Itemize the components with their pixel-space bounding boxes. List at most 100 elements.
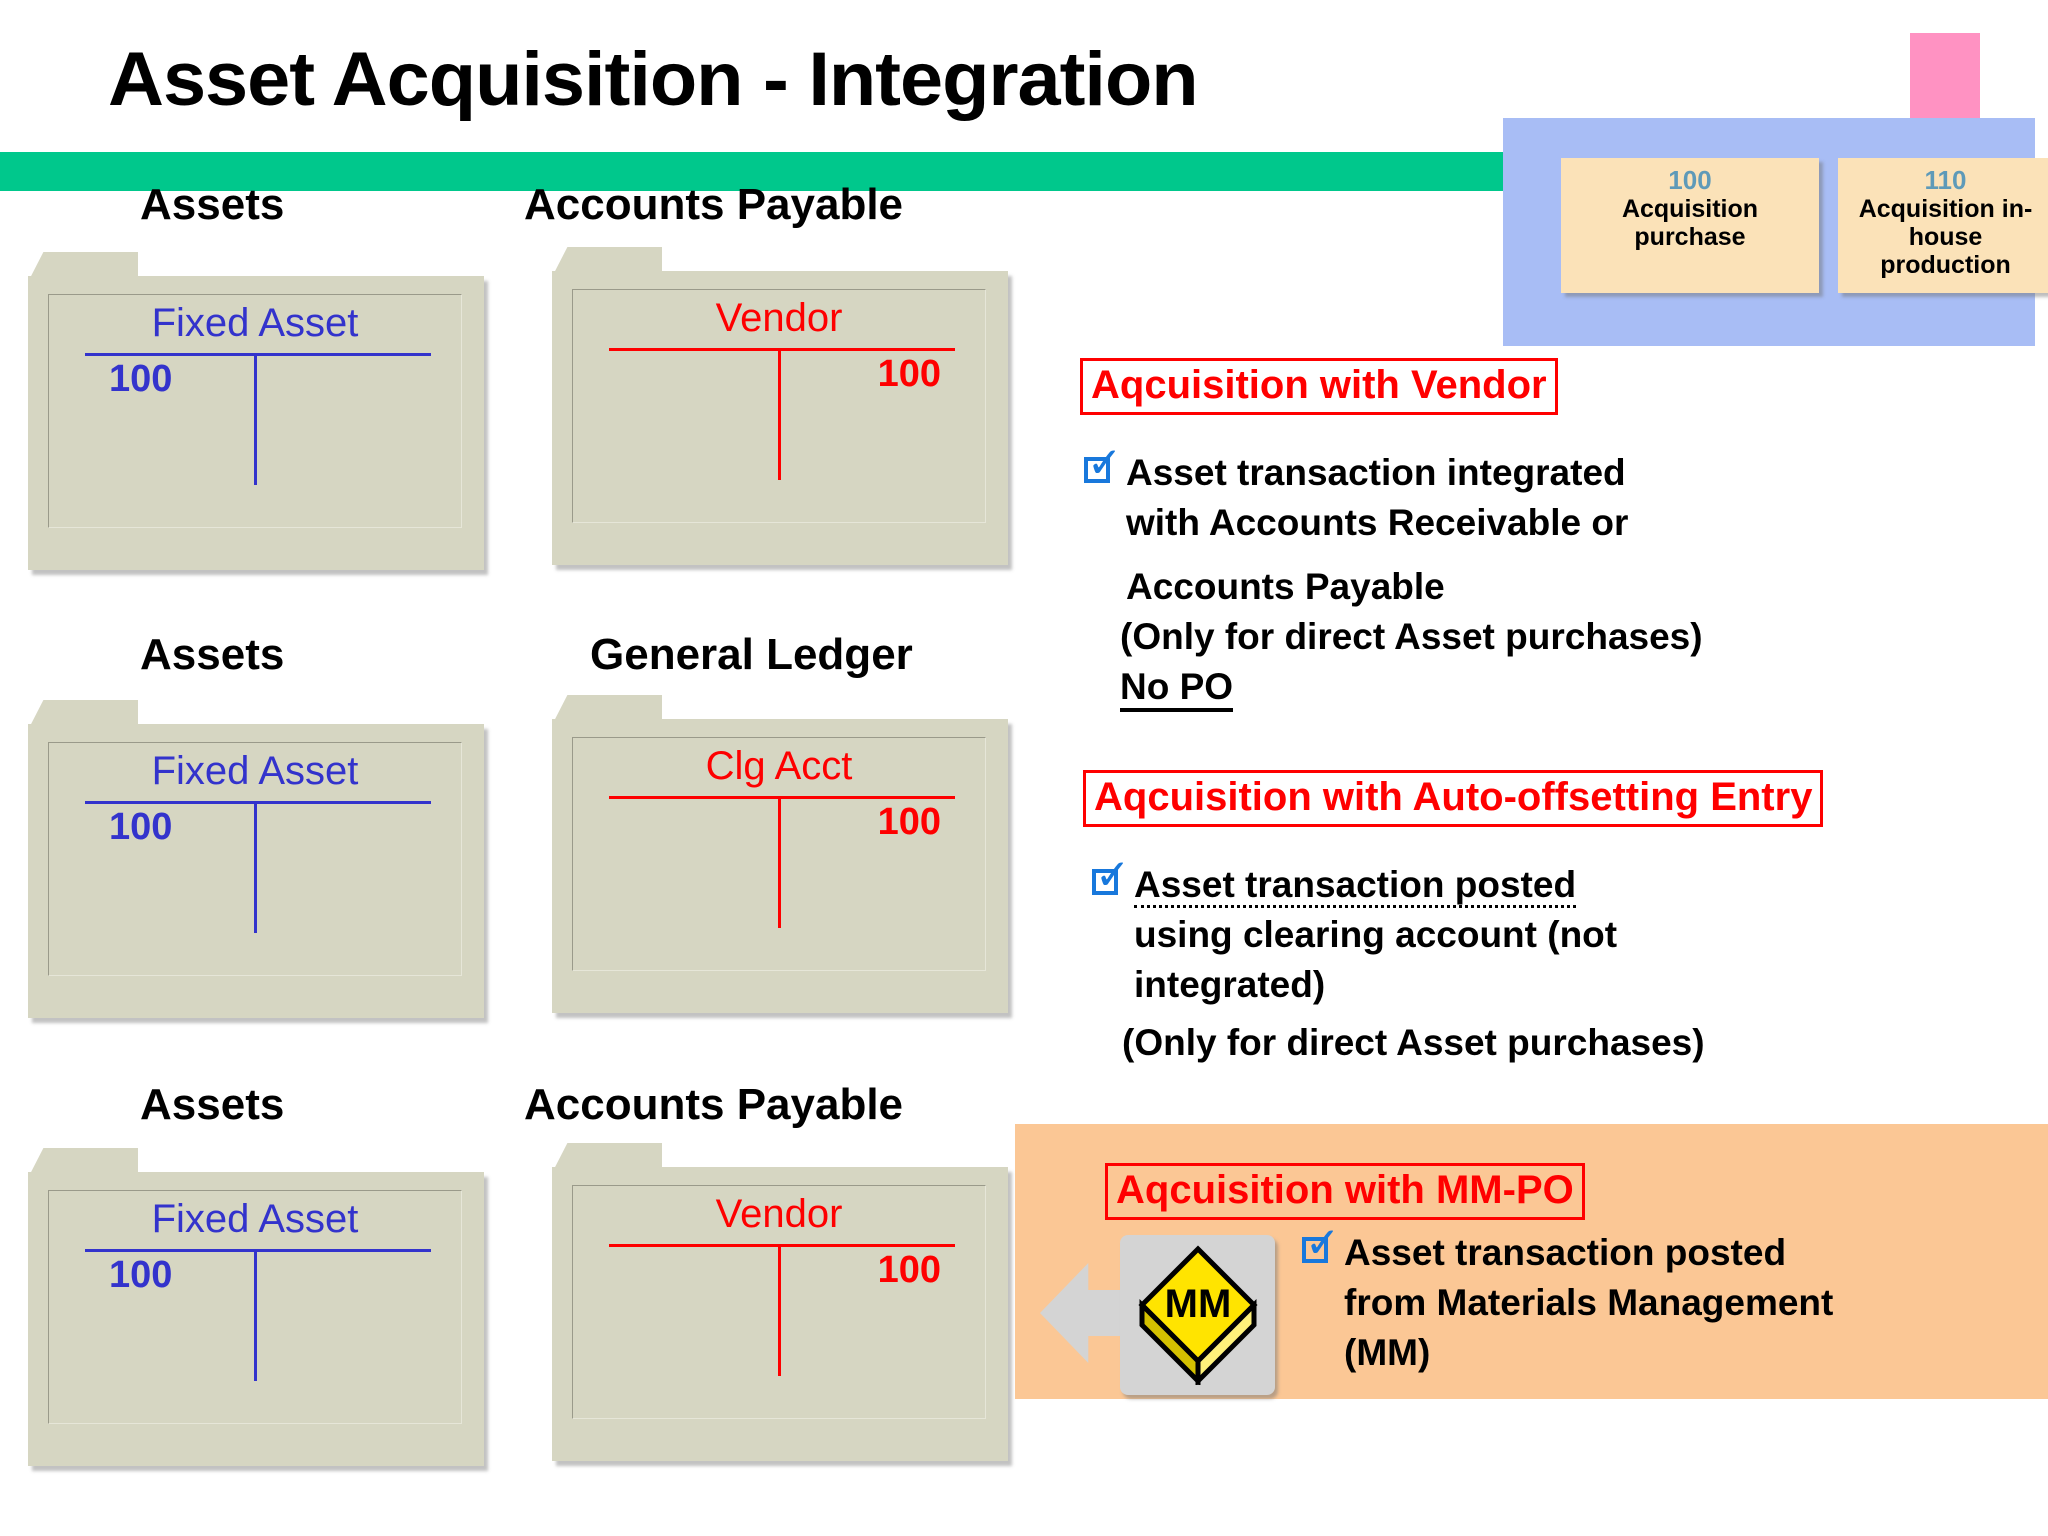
folder-vendor-2[interactable]: Vendor 100 xyxy=(534,1143,1008,1461)
bullet-line: ✓ Asset transaction integrated xyxy=(1082,442,1703,498)
folder-fixed-asset-2[interactable]: Fixed Asset 100 xyxy=(10,700,484,1018)
folder-inner-border: Vendor 100 xyxy=(572,289,986,523)
bullet-block-auto-offsetting: ✓ Asset transaction posted using clearin… xyxy=(1090,854,1705,1068)
bullet-line: with Accounts Receivable or xyxy=(1082,498,1703,548)
mm-icon-group[interactable]: MM xyxy=(1040,1235,1275,1395)
t-account-title: Vendor xyxy=(715,296,843,340)
bullet-line: integrated) xyxy=(1090,960,1705,1010)
folder-body: Fixed Asset 100 xyxy=(28,724,484,1018)
column-heading-accounts-payable-1: Accounts Payable xyxy=(524,180,904,229)
folder-inner-border: Fixed Asset 100 xyxy=(48,294,462,528)
acquisition-type-panel: 100 Acquisition purchase 110 Acquisition… xyxy=(1503,118,2048,346)
bullet-text: Asset transaction posted xyxy=(1134,864,1577,908)
pink-marker-tab xyxy=(1910,33,1980,123)
checkbox-checked-icon[interactable]: ✓ xyxy=(1082,442,1122,489)
t-account-vertical-rule xyxy=(778,1244,781,1376)
folder-inner-border: Fixed Asset 100 xyxy=(48,742,462,976)
bullet-line: (MM) xyxy=(1300,1328,1833,1378)
bullet-text: (MM) xyxy=(1344,1332,1431,1373)
svg-text:MM: MM xyxy=(1165,1282,1232,1326)
t-account-title: Fixed Asset xyxy=(151,1197,359,1241)
t-account-title: Vendor xyxy=(715,1192,843,1236)
t-account-horizontal-rule xyxy=(85,801,431,804)
folder-body: Vendor 100 xyxy=(552,271,1008,565)
column-heading-assets-3: Assets xyxy=(140,1080,285,1129)
t-account-credit-amount: 100 xyxy=(877,353,941,395)
column-heading-assets-1: Assets xyxy=(140,180,285,229)
bullet-text: Asset transaction posted xyxy=(1344,1232,1787,1273)
t-account-title: Fixed Asset xyxy=(151,301,359,345)
folder-inner-border: Fixed Asset 100 xyxy=(48,1190,462,1424)
folder-inner-border: Clg Acct 100 xyxy=(572,737,986,971)
t-account-fixed-asset-2: Fixed Asset 100 xyxy=(49,743,461,975)
t-account-title: Fixed Asset xyxy=(151,749,359,793)
t-account-horizontal-rule xyxy=(85,1249,431,1252)
section-title-acquisition-with-vendor: Aqcuisition with Vendor xyxy=(1080,358,1558,415)
checkbox-checked-icon[interactable]: ✓ xyxy=(1300,1222,1340,1269)
mm-cube-icon: MM xyxy=(1138,1245,1258,1385)
folder-body: Vendor 100 xyxy=(552,1167,1008,1461)
folder-vendor-1[interactable]: Vendor 100 xyxy=(534,247,1008,565)
folder-body: Fixed Asset 100 xyxy=(28,1172,484,1466)
t-account-vertical-rule xyxy=(778,348,781,480)
t-account-horizontal-rule xyxy=(609,796,955,799)
acquisition-card-in-house[interactable]: 110 Acquisition in-house production xyxy=(1838,158,2048,293)
checkbox-checked-icon[interactable]: ✓ xyxy=(1090,854,1130,901)
t-account-credit-amount: 100 xyxy=(877,801,941,843)
bullet-line: Accounts Payable xyxy=(1082,562,1703,612)
t-account-clearing: Clg Acct 100 xyxy=(573,738,985,970)
page-title: Asset Acquisition - Integration xyxy=(108,37,1199,122)
t-account-debit-amount: 100 xyxy=(109,358,173,400)
t-account-credit-amount: 100 xyxy=(877,1249,941,1291)
bullet-line: No PO xyxy=(1082,662,1703,712)
t-account-vendor-1: Vendor 100 xyxy=(573,290,985,522)
bullet-text-no-po: No PO xyxy=(1120,666,1234,712)
bullet-text: (Only for direct Asset purchases) xyxy=(1120,616,1703,657)
column-heading-general-ledger: General Ledger xyxy=(590,630,913,679)
bullet-line: ✓ Asset transaction posted xyxy=(1090,854,1705,910)
t-account-vertical-rule xyxy=(254,1249,257,1381)
bullet-line: from Materials Management xyxy=(1300,1278,1833,1328)
t-account-title: Clg Acct xyxy=(705,744,853,788)
acquisition-card-label: Acquisition purchase xyxy=(1621,195,1759,251)
t-account-vendor-2: Vendor 100 xyxy=(573,1186,985,1418)
acquisition-card-purchase[interactable]: 100 Acquisition purchase xyxy=(1561,158,1819,293)
bullet-text: (Only for direct Asset purchases) xyxy=(1122,1022,1705,1063)
bullet-text: Accounts Payable xyxy=(1126,566,1445,607)
t-account-fixed-asset-3: Fixed Asset 100 xyxy=(49,1191,461,1423)
t-account-vertical-rule xyxy=(778,796,781,928)
bullet-block-mm-po: ✓ Asset transaction posted from Material… xyxy=(1300,1222,1833,1378)
t-account-debit-amount: 100 xyxy=(109,1254,173,1296)
folder-inner-border: Vendor 100 xyxy=(572,1185,986,1419)
column-heading-assets-2: Assets xyxy=(140,630,285,679)
bullet-line: ✓ Asset transaction posted xyxy=(1300,1222,1833,1278)
bullet-line: (Only for direct Asset purchases) xyxy=(1090,1018,1705,1068)
bullet-line: using clearing account (not xyxy=(1090,910,1705,960)
t-account-vertical-rule xyxy=(254,353,257,485)
folder-fixed-asset-1[interactable]: Fixed Asset 100 xyxy=(10,252,484,570)
bullet-block-vendor: ✓ Asset transaction integrated with Acco… xyxy=(1082,442,1703,712)
t-account-horizontal-rule xyxy=(85,353,431,356)
bullet-text: integrated) xyxy=(1134,964,1326,1005)
folder-body: Clg Acct 100 xyxy=(552,719,1008,1013)
t-account-horizontal-rule xyxy=(609,348,955,351)
acquisition-card-number: 110 xyxy=(1924,165,1967,195)
bullet-line: (Only for direct Asset purchases) xyxy=(1082,612,1703,662)
t-account-fixed-asset-1: Fixed Asset 100 xyxy=(49,295,461,527)
column-heading-accounts-payable-2: Accounts Payable xyxy=(524,1080,904,1129)
folder-fixed-asset-3[interactable]: Fixed Asset 100 xyxy=(10,1148,484,1466)
t-account-horizontal-rule xyxy=(609,1244,955,1247)
bullet-text: with Accounts Receivable or xyxy=(1126,502,1629,543)
acquisition-card-number: 100 xyxy=(1668,165,1712,195)
folder-clearing-account[interactable]: Clg Acct 100 xyxy=(534,695,1008,1013)
bullet-text: Asset transaction integrated xyxy=(1126,452,1626,493)
t-account-vertical-rule xyxy=(254,801,257,933)
acquisition-card-label: Acquisition in-house production xyxy=(1858,195,2033,279)
folder-body: Fixed Asset 100 xyxy=(28,276,484,570)
section-title-acquisition-auto-offsetting: Aqcuisition with Auto-offsetting Entry xyxy=(1083,770,1824,827)
bullet-text: using clearing account (not xyxy=(1134,914,1618,955)
t-account-debit-amount: 100 xyxy=(109,806,173,848)
title-underline-bar xyxy=(0,152,1520,191)
mm-icon-plate: MM xyxy=(1120,1235,1275,1395)
bullet-text: from Materials Management xyxy=(1344,1282,1834,1323)
